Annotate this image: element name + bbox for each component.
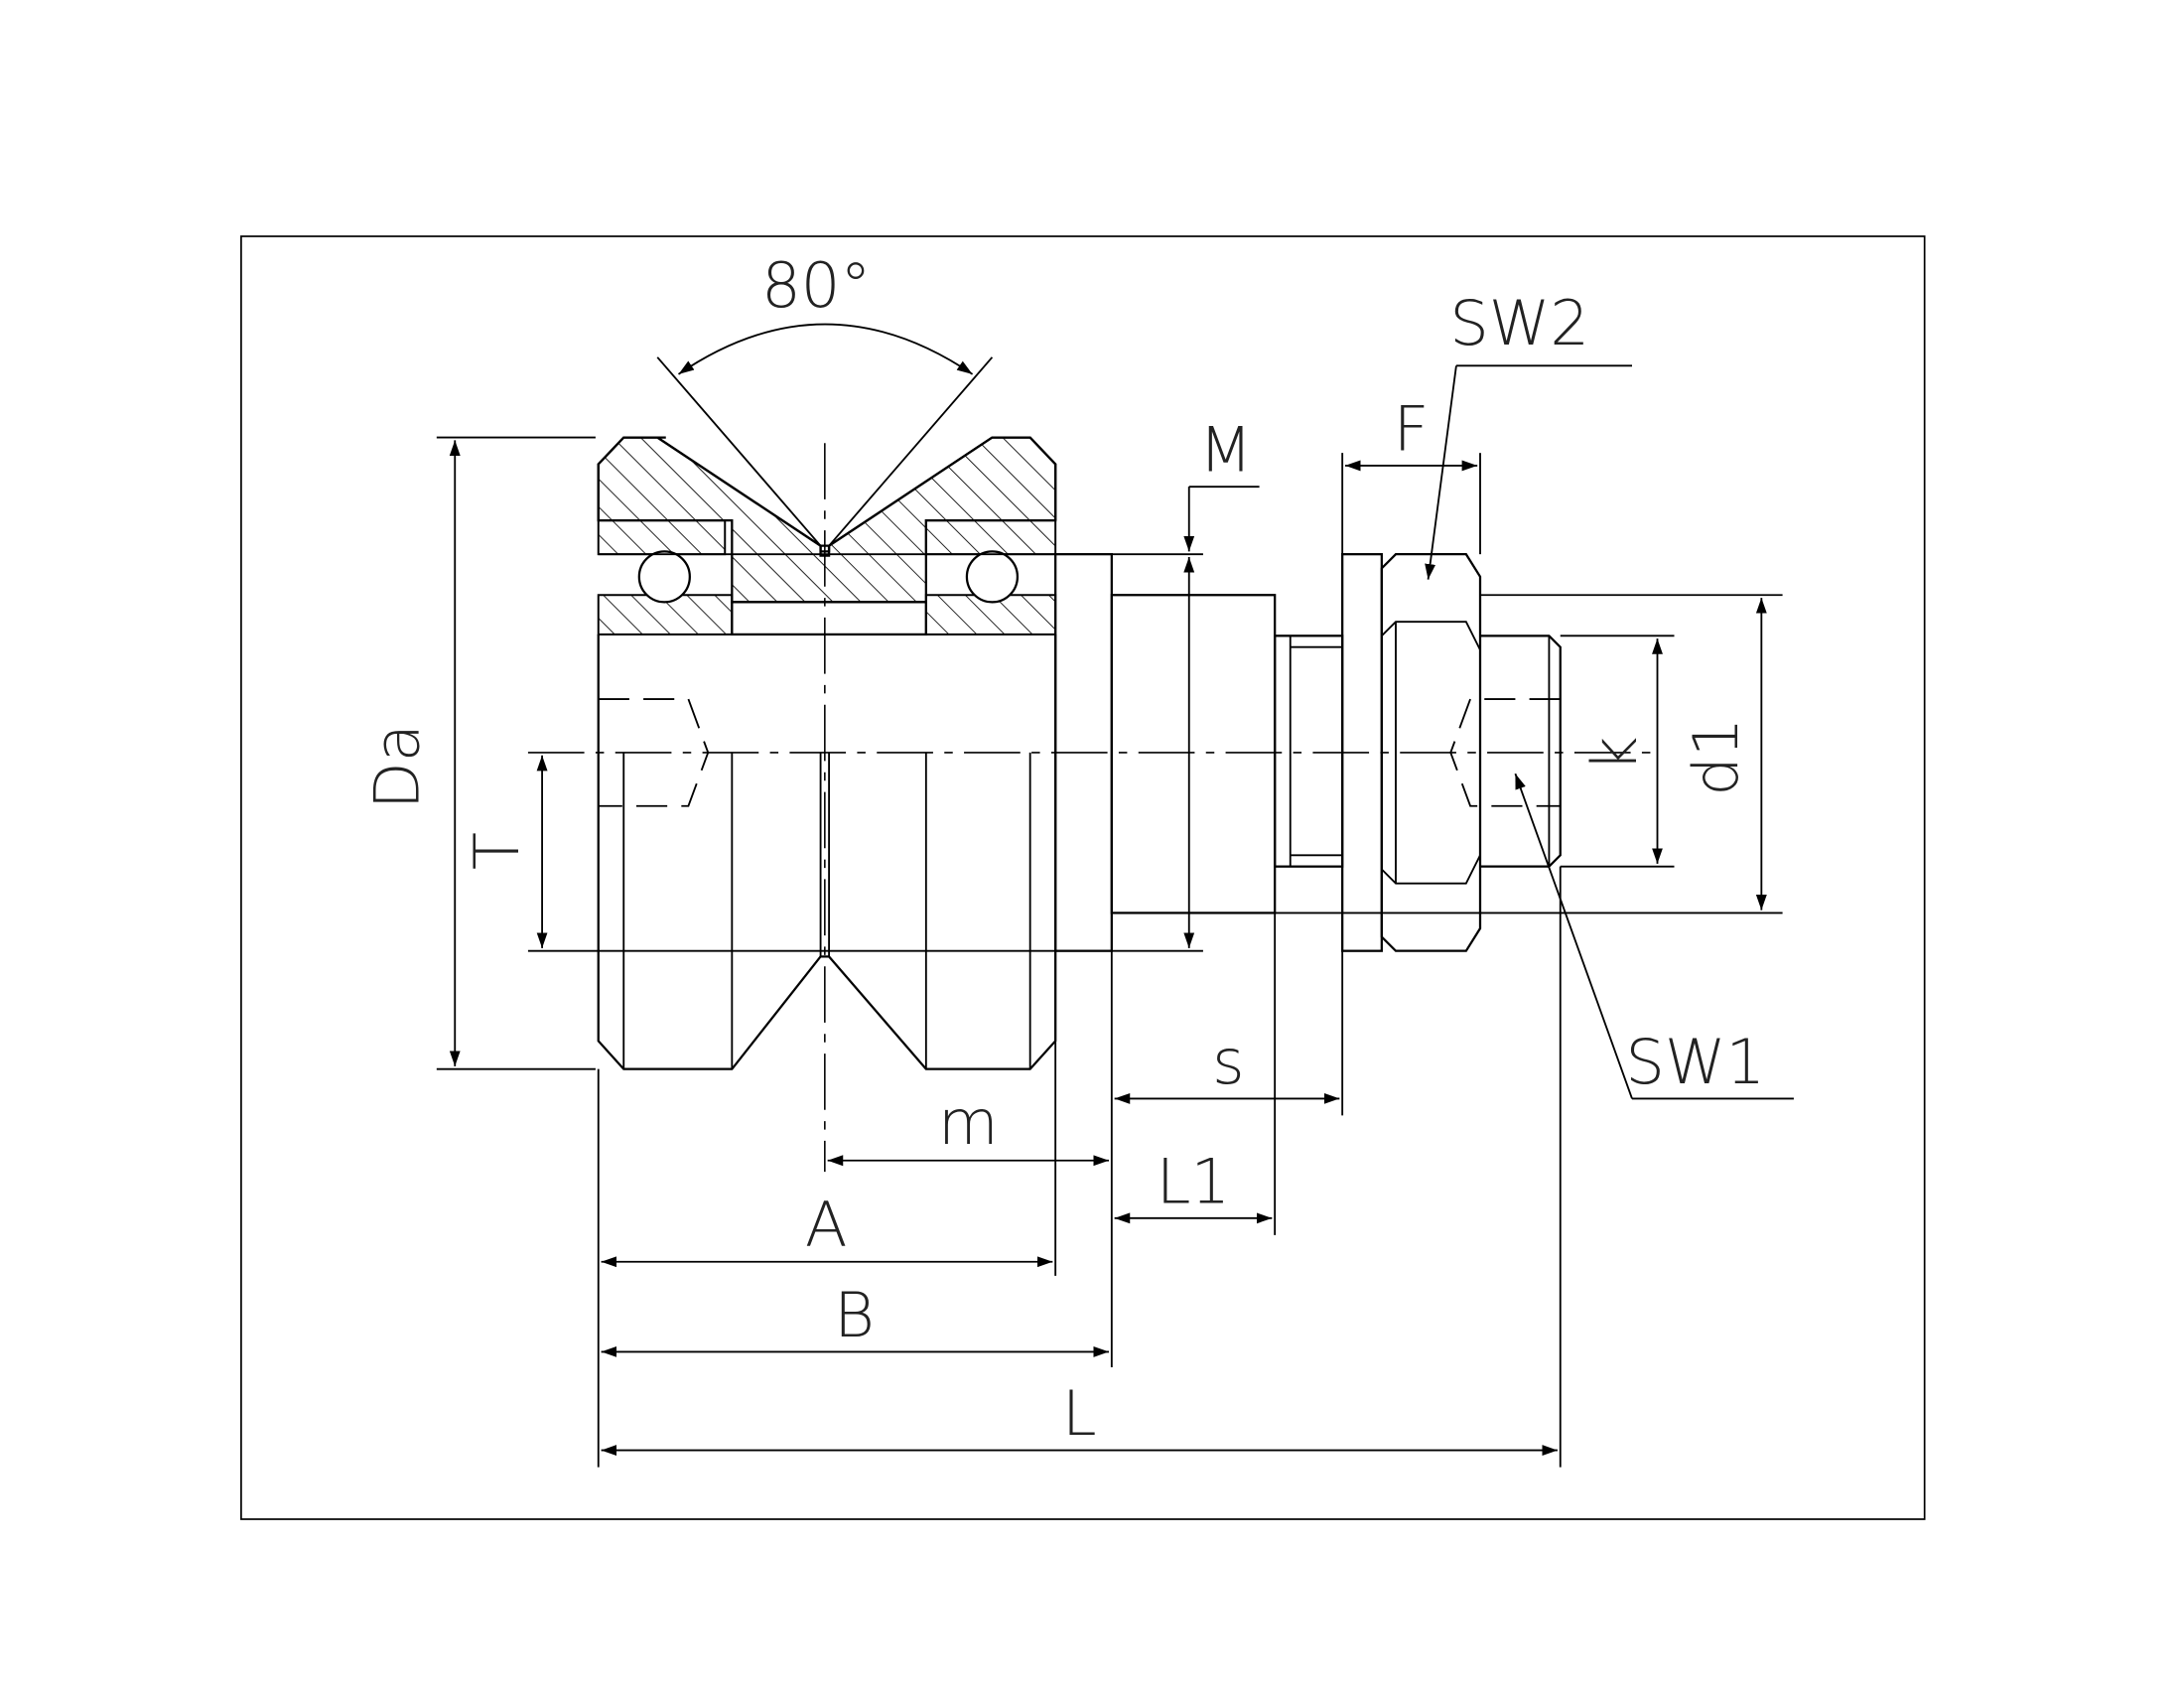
hex-nut [1380, 553, 1482, 952]
t-label: T [461, 832, 533, 870]
wheel-section [597, 436, 1057, 636]
stud-shaft [1054, 553, 1562, 952]
bearing-race-left-top [597, 519, 727, 556]
a-label: A [805, 1189, 848, 1261]
drawing-frame [240, 235, 1926, 1520]
m-label: m [938, 1086, 999, 1159]
l-label: L [1062, 1377, 1097, 1450]
sw1-label: SW1 [1625, 1026, 1765, 1098]
f-label: F [1394, 392, 1430, 465]
angle-label: 80° [761, 249, 871, 322]
threaded-end [1480, 634, 1562, 868]
sw2-label: SW2 [1449, 287, 1589, 359]
k-label: k [1578, 736, 1651, 772]
m-top-label: M [1199, 414, 1253, 487]
bearing-ball-right [965, 550, 1020, 604]
s-label: s [1212, 1026, 1244, 1098]
bearing-race-right-top [924, 519, 1057, 556]
wheel-exterior [597, 633, 1057, 1070]
da-label: Da [360, 724, 433, 809]
b-label: B [834, 1279, 875, 1351]
d1-label: d1 [1680, 718, 1752, 796]
l1-label: L1 [1157, 1145, 1230, 1217]
bearing-ball-left [637, 550, 691, 604]
